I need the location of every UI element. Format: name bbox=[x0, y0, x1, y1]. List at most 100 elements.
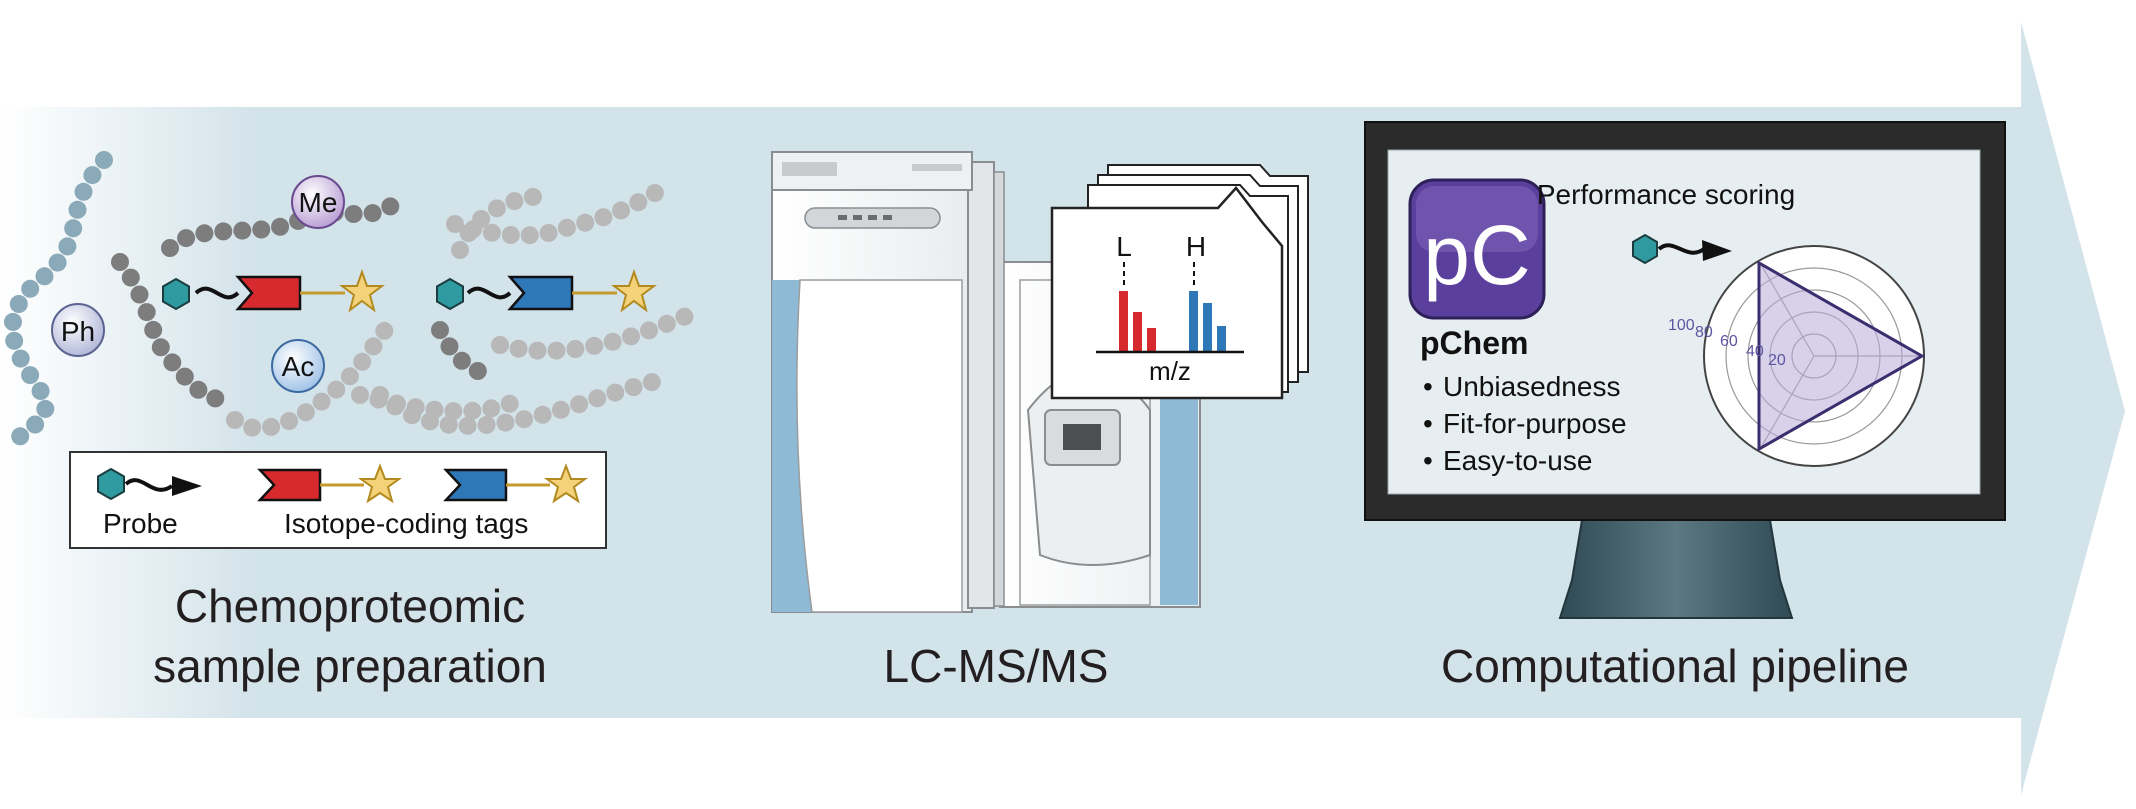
heavy-peak-3 bbox=[1217, 326, 1226, 352]
amino-acid-bead bbox=[421, 412, 439, 431]
scoring-title: Performance scoring bbox=[1537, 179, 1795, 210]
amino-acid-bead bbox=[243, 418, 262, 437]
amino-acid-bead bbox=[603, 332, 622, 351]
amino-acid-bead bbox=[364, 337, 383, 356]
star-label-icon bbox=[339, 269, 385, 313]
feature-item: Easy-to-use bbox=[1443, 445, 1592, 476]
probe-hexagon-icon bbox=[162, 277, 190, 311]
amino-acid-bead bbox=[83, 166, 102, 185]
light-peak-1 bbox=[1119, 291, 1128, 352]
amino-acid-bead bbox=[371, 386, 389, 404]
amino-acid-bead bbox=[214, 222, 233, 241]
amino-acid-bead bbox=[468, 362, 487, 380]
amino-acid-bead bbox=[137, 303, 156, 322]
radar-tick-label: 40 bbox=[1746, 343, 1764, 360]
isotope-tag-icon bbox=[507, 275, 574, 311]
amino-acid-bead bbox=[675, 307, 694, 326]
isotope-tag-icon bbox=[257, 468, 322, 502]
feature-bullet: • bbox=[1423, 445, 1433, 476]
amino-acid-bead bbox=[233, 221, 252, 240]
amino-acid-bead bbox=[340, 367, 359, 386]
amino-acid-bead bbox=[161, 239, 179, 257]
amino-acid-bead bbox=[539, 224, 558, 242]
amino-acid-bead bbox=[177, 229, 196, 248]
amino-acid-bead bbox=[520, 226, 539, 245]
amino-acid-bead bbox=[657, 314, 676, 333]
amino-acid-bead bbox=[566, 340, 585, 358]
caption-lcms: LC-MS/MS bbox=[796, 636, 1196, 696]
probe-conjugate-blue bbox=[436, 269, 657, 313]
amino-acid-bead bbox=[4, 312, 22, 331]
amino-acid-bead bbox=[175, 367, 194, 386]
peptide-chains bbox=[4, 151, 694, 446]
amino-acid-bead bbox=[195, 224, 214, 243]
amino-acid-bead bbox=[594, 208, 613, 227]
amino-acid-bead bbox=[472, 210, 491, 228]
amino-acid-bead bbox=[21, 279, 40, 298]
probe-hexagon-icon bbox=[1632, 233, 1658, 265]
amino-acid-bead bbox=[144, 320, 163, 339]
amino-acid-bead bbox=[431, 321, 449, 339]
feature-bullet: • bbox=[1423, 408, 1433, 439]
amino-acid-bead bbox=[327, 380, 346, 399]
amino-acid-bead bbox=[163, 353, 182, 372]
amino-acid-bead bbox=[68, 200, 87, 219]
amino-acid-bead bbox=[505, 192, 524, 211]
amino-acid-bead bbox=[515, 410, 534, 429]
amino-acid-bead bbox=[151, 338, 170, 357]
amino-acid-bead bbox=[570, 395, 589, 414]
amino-acid-bead bbox=[296, 403, 315, 422]
mz-axis-label: m/z bbox=[1149, 356, 1191, 386]
amino-acid-bead bbox=[606, 383, 625, 402]
amino-acid-bead bbox=[280, 412, 299, 431]
amino-acid-bead bbox=[21, 366, 40, 385]
amino-acid-bead bbox=[487, 199, 506, 218]
amino-acid-bead bbox=[444, 402, 463, 421]
amino-acid-bead bbox=[11, 349, 30, 368]
amino-acid-bead bbox=[458, 416, 477, 435]
amino-acid-bead bbox=[612, 201, 631, 220]
amino-acid-bead bbox=[95, 151, 113, 169]
amino-acid-bead bbox=[452, 351, 471, 370]
amino-acid-bead bbox=[26, 415, 45, 434]
amino-acid-bead bbox=[533, 405, 552, 424]
amino-acid-bead bbox=[353, 352, 372, 371]
amino-acid-bead bbox=[501, 226, 520, 244]
radar-tick-label: 20 bbox=[1768, 352, 1786, 369]
amino-acid-bead bbox=[271, 217, 290, 236]
feature-item: Unbiasedness bbox=[1443, 371, 1620, 402]
star-label-icon bbox=[357, 463, 403, 504]
radar-chart-icon: 100 80 60 40 20 bbox=[1668, 245, 1926, 467]
light-peak-3 bbox=[1147, 328, 1156, 352]
amino-acid-bead bbox=[624, 378, 643, 397]
amino-acid-bead bbox=[459, 224, 478, 243]
amino-acid-bead bbox=[509, 339, 528, 358]
amino-acid-bead bbox=[557, 218, 576, 237]
amino-acid-bead bbox=[640, 321, 658, 340]
amino-acid-bead bbox=[64, 219, 83, 238]
feature-bullet: • bbox=[1423, 371, 1433, 402]
amino-acid-bead bbox=[48, 253, 67, 272]
amino-acid-bead bbox=[477, 415, 496, 434]
amino-acid-bead bbox=[496, 413, 515, 432]
amino-acid-bead bbox=[5, 331, 24, 350]
amino-acid-bead bbox=[351, 386, 369, 404]
amino-acid-bead bbox=[262, 417, 281, 436]
feature-list: • Unbiasedness • Fit-for-purpose • Easy-… bbox=[1423, 371, 1627, 476]
amino-acid-bead bbox=[622, 327, 640, 346]
amino-acid-bead bbox=[642, 373, 661, 392]
isotope-tag-icon bbox=[235, 275, 302, 311]
amino-acid-bead bbox=[363, 204, 382, 223]
amino-acid-bead bbox=[576, 213, 595, 232]
amino-acid-bead bbox=[500, 394, 519, 413]
svg-text:Ac: Ac bbox=[282, 351, 315, 382]
caption-sample-prep: Chemoproteomic sample preparation bbox=[100, 576, 600, 696]
amino-acid-bead bbox=[58, 237, 77, 256]
amino-acid-bead bbox=[35, 267, 54, 286]
amino-acid-bead bbox=[547, 341, 566, 360]
software-name: pChem bbox=[1420, 325, 1528, 361]
scoring-probe bbox=[1632, 233, 1732, 265]
heavy-peak-2 bbox=[1203, 303, 1212, 352]
amino-acid-bead bbox=[523, 187, 542, 206]
